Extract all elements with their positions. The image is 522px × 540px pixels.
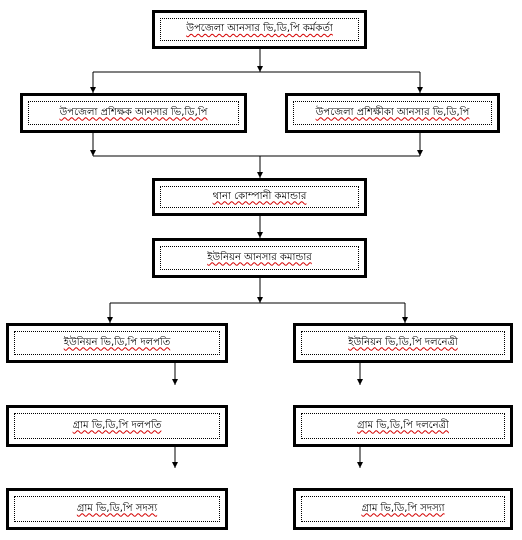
box-upazila-male-trainer: উপজেলা প্রশিক্ষক আনসার ভি,ডি,পি [20,93,247,133]
box-upazila-officer: উপজেলা আনসার ভি,ডি,পি কর্মকর্তা [152,10,367,49]
label-thana-company-commander: থানা কোম্পানী কমান্ডার [212,190,307,202]
box-union-vdp-leader-male: ইউনিয়ন ভি,ডি,পি দলপতি [6,323,228,363]
box-village-vdp-leader-male: গ্রাম ভি,ডি,পি দলপতি [6,405,228,447]
box-thana-company-commander: থানা কোম্পানী কমান্ডার [152,178,367,216]
label-village-vdp-member-male: গ্রাম ভি,ডি,পি সদস্য [76,502,158,514]
label-union-vdp-leader-female: ইউনিয়ন ভি,ডি,পি দলনেত্রী [348,336,458,348]
label-village-vdp-leader-female: গ্রাম ভি,ডি,পি দলনেত্রী [357,419,449,431]
label-union-vdp-leader-male: ইউনিয়ন ভি,ডি,পি দলপতি [63,336,171,348]
box-union-vdp-leader-female: ইউনিয়ন ভি,ডি,পি দলনেত্রী [293,323,513,363]
box-village-vdp-member-female: গ্রাম ভি,ডি,পি সদস্যা [293,488,513,530]
label-union-ansar-commander: ইউনিয়ন আনসার কমান্ডার [207,251,312,263]
box-upazila-female-trainer: উপজেলা প্রশিক্ষীকা আনসার ভি,ডি,পি [285,93,500,133]
label-upazila-male-trainer: উপজেলা প্রশিক্ষক আনসার ভি,ডি,পি [59,106,208,118]
box-union-ansar-commander: ইউনিয়ন আনসার কমান্ডার [152,238,367,278]
label-village-vdp-member-female: গ্রাম ভি,ডি,পি সদস্যা [361,502,445,514]
box-village-vdp-leader-female: গ্রাম ভি,ডি,পি দলনেত্রী [293,405,513,447]
label-village-vdp-leader-male: গ্রাম ভি,ডি,পি দলপতি [72,419,162,431]
label-upazila-female-trainer: উপজেলা প্রশিক্ষীকা আনসার ভি,ডি,পি [315,106,470,118]
box-village-vdp-member-male: গ্রাম ভি,ডি,পি সদস্য [6,488,228,530]
label-upazila-officer: উপজেলা আনসার ভি,ডি,পি কর্মকর্তা [186,23,333,34]
